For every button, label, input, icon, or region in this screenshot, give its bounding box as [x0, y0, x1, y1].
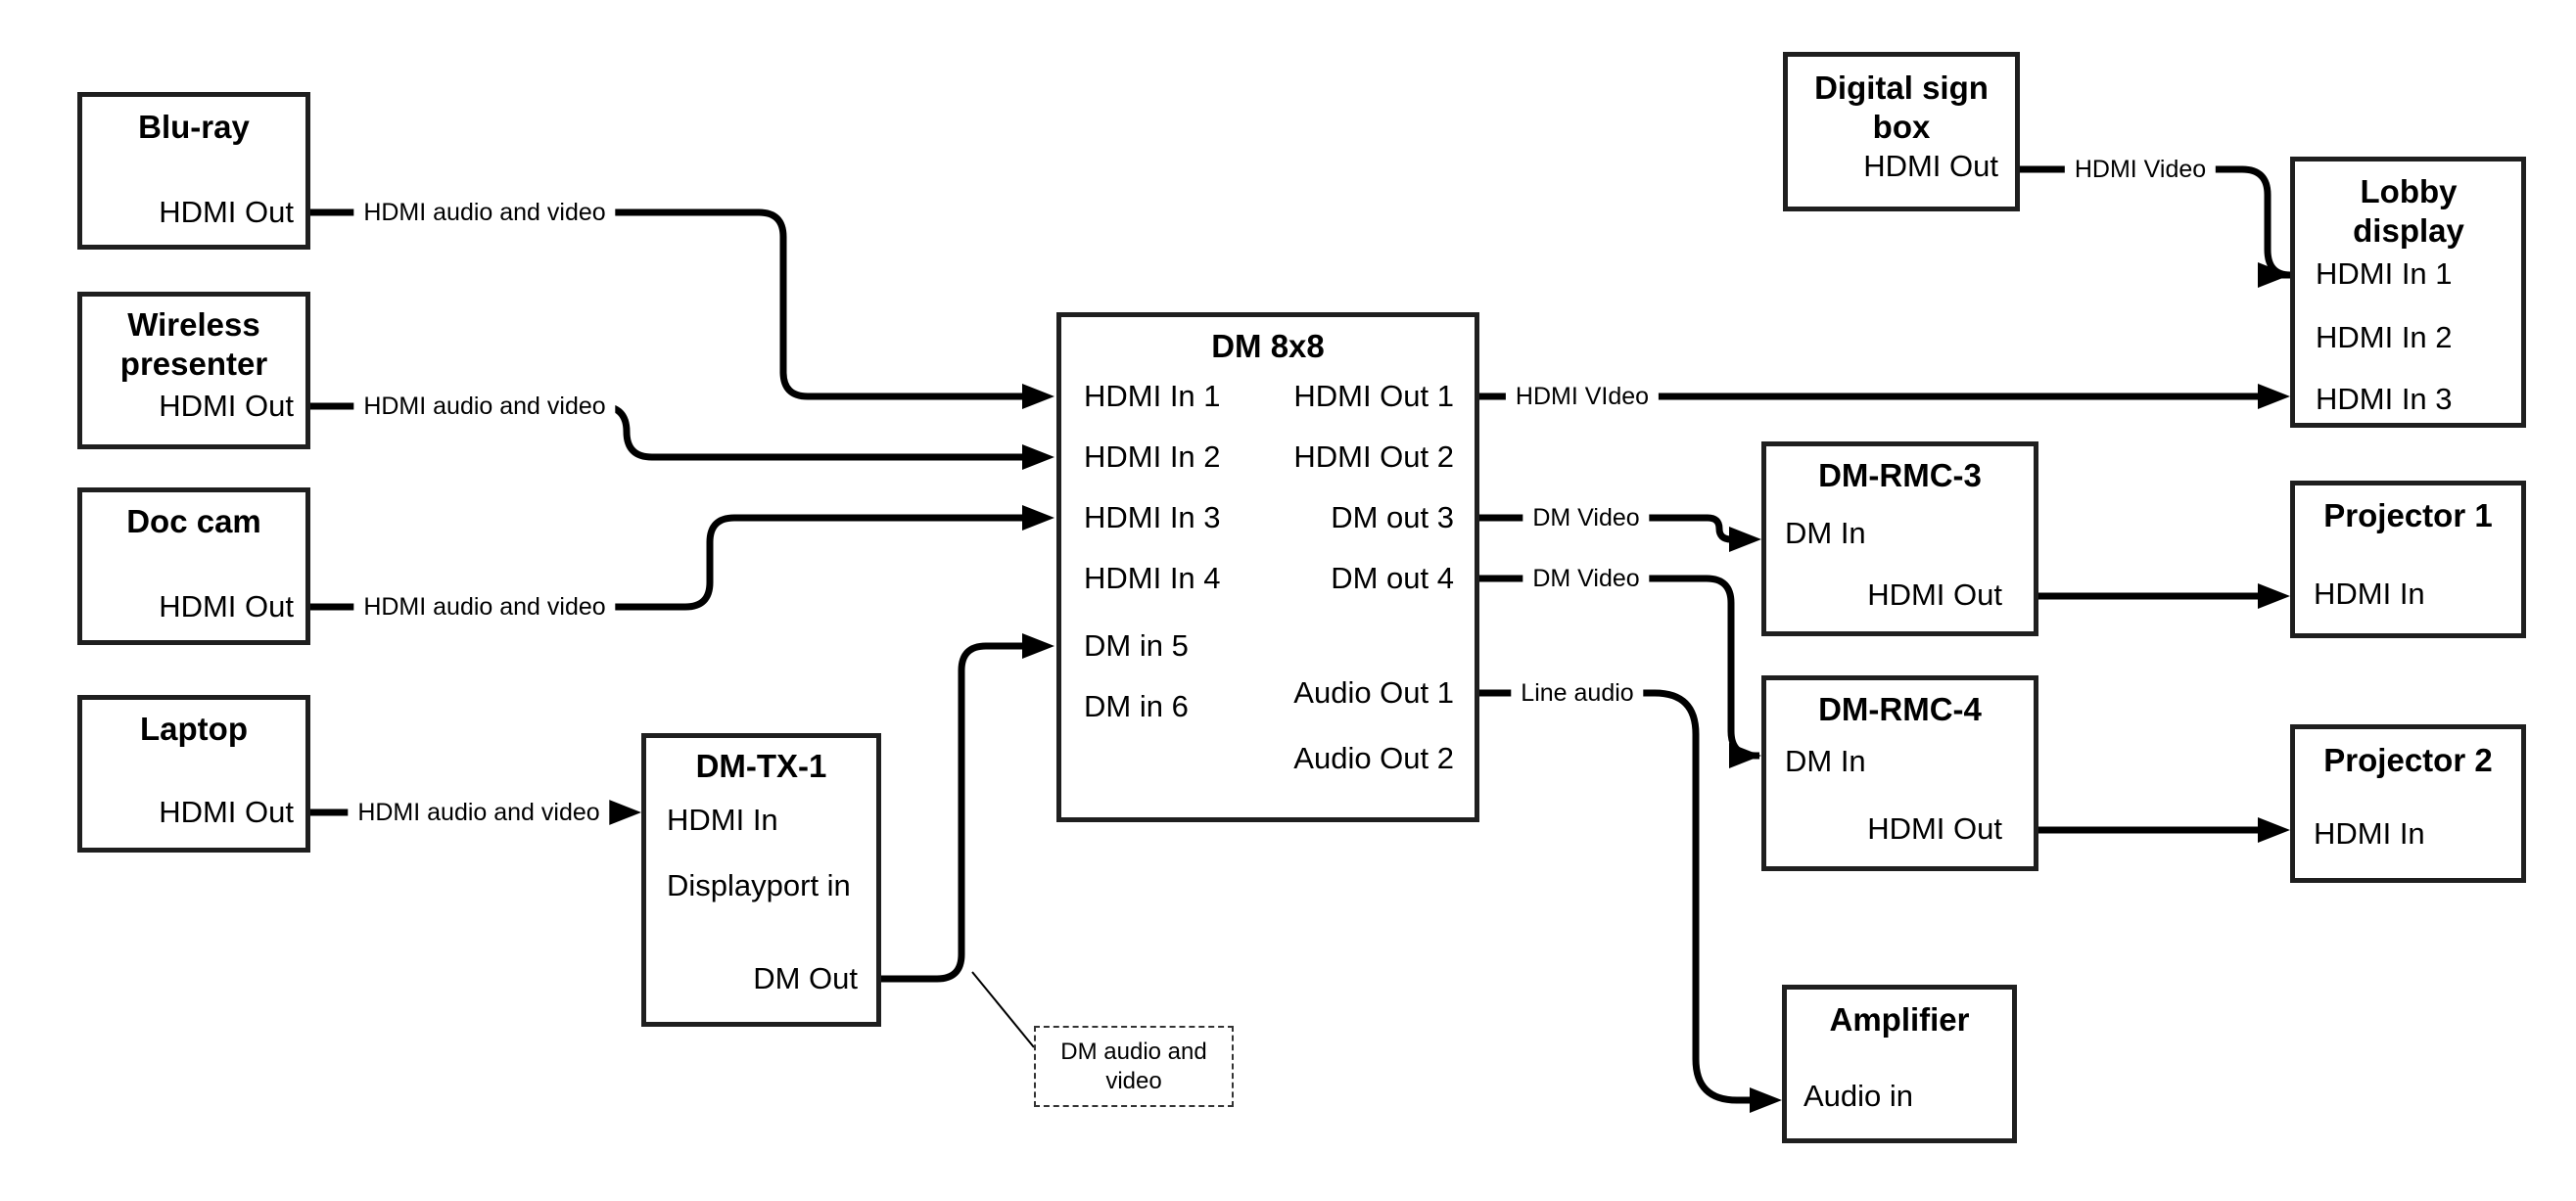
amplifier-port-audio-in: Audio in — [1803, 1079, 1914, 1113]
dm8x8-port-audio-out-1: Audio Out 1 — [1293, 675, 1454, 710]
dmtx1-port-displayport-in: Displayport in — [667, 868, 851, 902]
lobby-port-hdmi-in-3: HDMI In 3 — [2316, 382, 2453, 416]
note-text: DM audio and video — [1060, 1038, 1207, 1094]
node-projector-2-title: Projector 2 — [2323, 742, 2493, 778]
arrowhead-amp-in — [1750, 1087, 1782, 1113]
edge-dm8x8-out3-to-dmrmc3 — [1479, 514, 1735, 543]
arrowhead-dm8x8-in2 — [1022, 444, 1054, 470]
edge-label-hdmi-video-out1: HDMI VIdeo — [1505, 382, 1660, 411]
bluray-port-hdmi-out: HDMI Out — [159, 195, 294, 229]
node-dm-rmc-3[interactable] — [1761, 441, 2038, 636]
node-laptop-title: Laptop — [140, 711, 248, 747]
edge-dm8x8-out4-to-dmrmc4 — [1479, 575, 1759, 760]
edge-label-bluray: HDMI audio and video — [353, 198, 616, 227]
doccam-port-hdmi-out: HDMI Out — [159, 589, 294, 624]
node-dm-rmc-3-title: DM-RMC-3 — [1818, 457, 1982, 493]
node-bluray[interactable] — [77, 92, 310, 250]
node-projector-1-title: Projector 1 — [2323, 497, 2493, 533]
edge-bluray-to-dm8x8-in1 — [310, 208, 1023, 400]
dm8x8-port-hdmi-out-2: HDMI Out 2 — [1293, 439, 1454, 474]
node-amplifier[interactable] — [1782, 985, 2017, 1143]
edge-label-dm-video-out4: DM Video — [1522, 564, 1650, 593]
note-leader-line — [971, 971, 1035, 1048]
wireless-port-hdmi-out: HDMI Out — [159, 389, 294, 423]
edge-doccam-to-dm8x8-in3 — [310, 514, 1023, 611]
lobby-port-hdmi-in-2: HDMI In 2 — [2316, 320, 2453, 354]
node-lobby-display[interactable] — [2290, 157, 2526, 428]
arrowhead-dm8x8-in1 — [1022, 384, 1054, 409]
arrowhead-dm8x8-in3 — [1022, 505, 1054, 531]
dm8x8-port-hdmi-out-1: HDMI Out 1 — [1293, 379, 1454, 413]
dmrmc4-port-hdmi-out: HDMI Out — [1867, 811, 2002, 846]
dmtx1-port-hdmi-in: HDMI In — [667, 803, 778, 837]
node-projector-1[interactable] — [2290, 481, 2526, 638]
dm8x8-port-hdmi-in-2: HDMI In 2 — [1084, 439, 1221, 474]
node-digital-sign-box-title: Digital sign box — [1814, 69, 1989, 145]
dm8x8-port-dm-out-4: DM out 4 — [1331, 561, 1454, 595]
edge-label-wireless: HDMI audio and video — [353, 392, 616, 421]
digitalsign-port-hdmi-out: HDMI Out — [1863, 149, 1998, 183]
node-bluray-title: Blu-ray — [138, 109, 250, 145]
edge-label-digitalsign: HDMI Video — [2064, 155, 2217, 184]
node-dm-rmc-4-title: DM-RMC-4 — [1818, 691, 1982, 727]
node-dm-8x8[interactable] — [1056, 312, 1479, 822]
dmrmc4-port-dm-in: DM In — [1785, 744, 1866, 778]
arrowhead-dmrmc4-in — [1729, 743, 1761, 768]
node-projector-2[interactable] — [2290, 724, 2526, 883]
edge-label-line-audio: Line audio — [1511, 678, 1644, 708]
proj1-port-hdmi-in: HDMI In — [2314, 577, 2425, 611]
node-wireless-presenter[interactable] — [77, 292, 310, 449]
edge-label-doccam: HDMI audio and video — [353, 592, 616, 622]
node-doc-cam-title: Doc cam — [126, 503, 261, 539]
dm8x8-port-dm-out-3: DM out 3 — [1331, 500, 1454, 534]
edge-label-dm-video-out3: DM Video — [1522, 503, 1650, 532]
node-dm-tx-1[interactable] — [641, 733, 881, 1027]
dmrmc3-port-dm-in: DM In — [1785, 516, 1866, 550]
arrowhead-proj1-in — [2258, 583, 2290, 609]
dmrmc3-port-hdmi-out: HDMI Out — [1867, 577, 2002, 612]
laptop-port-hdmi-out: HDMI Out — [159, 795, 294, 829]
edge-dmtx1-to-dm8x8-in5 — [881, 642, 1023, 983]
dm8x8-port-hdmi-in-4: HDMI In 4 — [1084, 561, 1221, 595]
node-dm-8x8-title: DM 8x8 — [1211, 328, 1325, 364]
dm8x8-port-hdmi-in-1: HDMI In 1 — [1084, 379, 1221, 413]
note-dm-audio-and-video: DM audio and video — [1034, 1026, 1234, 1107]
arrowhead-dmrmc3-in — [1729, 527, 1761, 552]
dm8x8-port-dm-in-6: DM in 6 — [1084, 689, 1189, 723]
edge-label-laptop: HDMI audio and video — [348, 798, 610, 827]
edge-dm8x8-aout1-to-amp — [1479, 689, 1755, 1104]
node-lobby-display-title: Lobby display — [2353, 173, 2464, 249]
dm8x8-port-hdmi-in-3: HDMI In 3 — [1084, 500, 1221, 534]
proj2-port-hdmi-in: HDMI In — [2314, 816, 2425, 851]
node-doc-cam[interactable] — [77, 487, 310, 645]
dm8x8-port-audio-out-2: Audio Out 2 — [1293, 741, 1454, 775]
dmtx1-port-dm-out: DM Out — [753, 961, 858, 995]
node-laptop[interactable] — [77, 695, 310, 853]
node-amplifier-title: Amplifier — [1829, 1001, 1970, 1038]
node-wireless-presenter-title: Wireless presenter — [119, 306, 268, 382]
lobby-port-hdmi-in-1: HDMI In 1 — [2316, 256, 2453, 291]
node-dm-tx-1-title: DM-TX-1 — [695, 748, 827, 784]
arrowhead-proj2-in — [2258, 817, 2290, 843]
node-digital-sign-box[interactable] — [1783, 52, 2020, 211]
arrowhead-lobby-in3 — [2258, 384, 2290, 409]
dm8x8-port-dm-in-5: DM in 5 — [1084, 628, 1189, 663]
node-dm-rmc-4[interactable] — [1761, 675, 2038, 871]
edge-digitalsign-to-lobby — [2020, 165, 2291, 279]
arrowhead-lobby-in1 — [2258, 262, 2290, 288]
arrowhead-dmtx1-in — [609, 800, 641, 825]
arrowhead-dm8x8-in5 — [1022, 633, 1054, 659]
